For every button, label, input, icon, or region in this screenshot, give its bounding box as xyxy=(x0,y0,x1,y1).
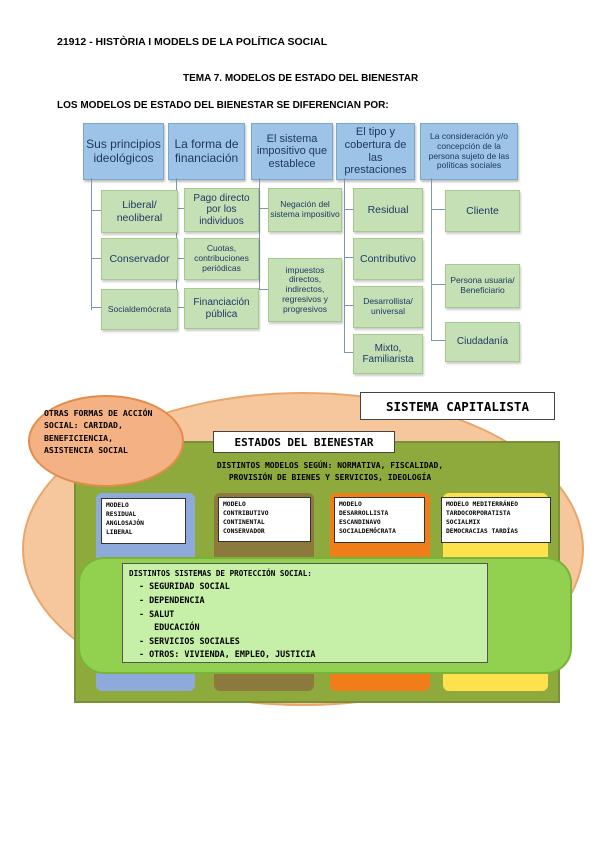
diagram-subtitle: LOS MODELOS DE ESTADO DEL BIENESTAR SE D… xyxy=(57,100,389,111)
other-forms-oval xyxy=(28,395,184,487)
topic-title: TEMA 7. MODELOS DE ESTADO DEL BIENESTAR xyxy=(183,73,419,84)
benefit-item: Residual xyxy=(353,188,423,232)
model-label-line: RESIDUAL xyxy=(106,511,137,519)
model-label-line: CONSERVADOR xyxy=(223,528,265,536)
tax-item: impuestos directos, indirectos, regresiv… xyxy=(268,258,342,322)
model-label-line: DESARROLLISTA xyxy=(339,510,389,518)
model-label-line: ANGLOSAJÓN xyxy=(106,520,144,528)
model-label-line: ESCANDINAVO xyxy=(339,519,381,527)
protection-title: DISTINTOS SISTEMAS DE PROTECCIÓN SOCIAL: xyxy=(129,569,312,578)
protection-item: - DEPENDENCIA xyxy=(139,594,205,605)
protection-systems-list: DISTINTOS SISTEMAS DE PROTECCIÓN SOCIAL:… xyxy=(122,563,488,663)
benefit-item: Mixto, Familiarista xyxy=(353,334,423,374)
model-label-liberal: MODELO RESIDUAL ANGLOSAJÓN LIBERAL xyxy=(101,498,186,544)
person-item: Persona usuaria/ Beneficiario xyxy=(445,264,520,308)
model-label-line: CONTINENTAL xyxy=(223,519,265,527)
protection-item: - SEGURIDAD SOCIAL xyxy=(139,581,230,592)
model-label-line: MODELO MEDITERRÁNEO xyxy=(446,501,519,508)
model-label-line: TARDOCORPORATISTA xyxy=(446,510,511,518)
other-forms-text: OTRAS FORMAS DE ACCIÓN SOCIAL: CARIDAD, … xyxy=(44,408,153,455)
model-label-mediterranean: MODELO MEDITERRÁNEO TARDOCORPORATISTA SO… xyxy=(441,497,551,543)
model-label-line: SOCIALDEMÓCRATA xyxy=(339,528,396,536)
ideology-item: Socialdemócrata xyxy=(101,289,178,330)
financing-item: Pago directo por los individuos xyxy=(184,188,259,232)
protection-item: - SALUT xyxy=(139,608,175,619)
protection-item: EDUCACIÓN xyxy=(139,622,200,633)
model-label-line: LIBERAL xyxy=(106,529,133,537)
model-label-socialdemocratic: MODELO DESARROLLISTA ESCANDINAVO SOCIALD… xyxy=(334,497,425,543)
model-label-line: DEMOCRACIAS TARDÍAS xyxy=(446,528,519,536)
models-criteria-line: DISTINTOS MODELOS SEGÚN: NORMATIVA, FISC… xyxy=(216,461,444,470)
protection-item: - SERVICIOS SOCIALES xyxy=(139,635,240,646)
benefit-item: Desarrollista/ universal xyxy=(353,286,423,328)
column-head-financing: La forma de financiación xyxy=(168,123,245,180)
model-label-line: SOCIALMIX xyxy=(446,519,481,527)
person-item: Cliente xyxy=(445,190,520,232)
model-label-line: CONTRIBUTIVO xyxy=(223,510,269,518)
ideology-item: Liberal/ neoliberal xyxy=(101,190,178,233)
column-head-tax-system: El sistema impositivo que establece xyxy=(251,123,333,180)
model-label-line: MODELO xyxy=(339,501,362,508)
models-criteria: DISTINTOS MODELOS SEGÚN: NORMATIVA, FISC… xyxy=(180,460,480,483)
column-head-benefits: El tipo y cobertura de las prestaciones xyxy=(336,123,415,180)
tax-item: Negación del sistema impositivo xyxy=(268,188,342,232)
capitalist-system-title: SISTEMA CAPITALISTA xyxy=(360,392,555,420)
model-label-line: MODELO xyxy=(223,501,246,508)
benefit-item: Contributivo xyxy=(353,238,423,280)
model-label-conservative: MODELO CONTRIBUTIVO CONTINENTAL CONSERVA… xyxy=(218,497,311,542)
person-item: Ciudadanía xyxy=(445,322,520,362)
financing-item: Cuotas, contribuciones periódicas xyxy=(184,238,259,280)
course-header: 21912 - HISTÒRIA I MODELS DE LA POLÍTICA… xyxy=(57,36,328,48)
models-criteria-line: PROVISIÓN DE BIENES Y SERVICIOS, IDEOLOG… xyxy=(228,472,432,482)
column-head-person: La consideración y/o concepción de la pe… xyxy=(420,123,518,180)
model-label-line: MODELO xyxy=(106,502,129,509)
ideology-item: Conservador xyxy=(101,238,178,280)
protection-item: - OTROS: VIVIENDA, EMPLEO, JUSTICIA xyxy=(139,649,316,660)
column-head-ideology: Sus principios ideológicos xyxy=(83,123,164,180)
welfare-states-title: ESTADOS DEL BIENESTAR xyxy=(213,431,395,453)
financing-item: Financiación pública xyxy=(184,288,259,329)
